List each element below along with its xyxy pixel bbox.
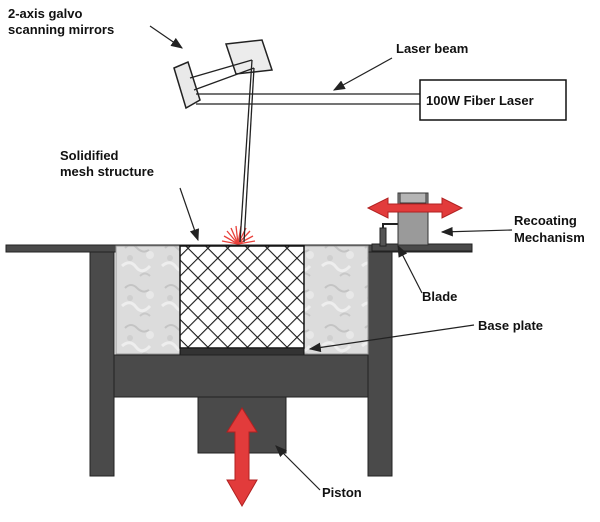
mesh-structure bbox=[179, 245, 305, 349]
blade bbox=[379, 227, 387, 247]
label-fiber-laser: 100W Fiber Laser bbox=[426, 93, 534, 108]
recoater-cap bbox=[399, 192, 427, 204]
label-recoating-2: Mechanism bbox=[514, 230, 585, 245]
label-solidified-1: Solidified bbox=[60, 148, 119, 163]
piston-arrow bbox=[226, 407, 258, 508]
platform-block bbox=[113, 354, 369, 398]
recoater-arrow bbox=[366, 197, 464, 219]
laser-spark bbox=[221, 225, 256, 245]
label-base-plate: Base plate bbox=[478, 318, 544, 333]
label-blade: Blade bbox=[422, 289, 458, 304]
fiber-laser-box bbox=[419, 79, 567, 121]
label-solidified-2: mesh structure bbox=[60, 164, 154, 179]
left-leg bbox=[89, 251, 115, 477]
laser-beam-lines bbox=[189, 59, 420, 243]
blade-bracket bbox=[382, 223, 400, 228]
label-laser-beam: Laser beam bbox=[396, 41, 469, 56]
powder-left bbox=[115, 245, 181, 355]
label-recoating-1: Recoating bbox=[514, 213, 577, 228]
label-galvo-2: scanning mirrors bbox=[8, 22, 115, 37]
galvo-mirror-top bbox=[224, 39, 274, 75]
galvo-mirror-left bbox=[173, 60, 201, 110]
powder-right bbox=[303, 245, 369, 355]
base-plate bbox=[179, 347, 305, 356]
leader-lines bbox=[149, 25, 513, 491]
label-piston: Piston bbox=[322, 485, 362, 500]
right-leg bbox=[367, 251, 393, 477]
label-galvo-1: 2-axis galvo bbox=[8, 6, 83, 21]
